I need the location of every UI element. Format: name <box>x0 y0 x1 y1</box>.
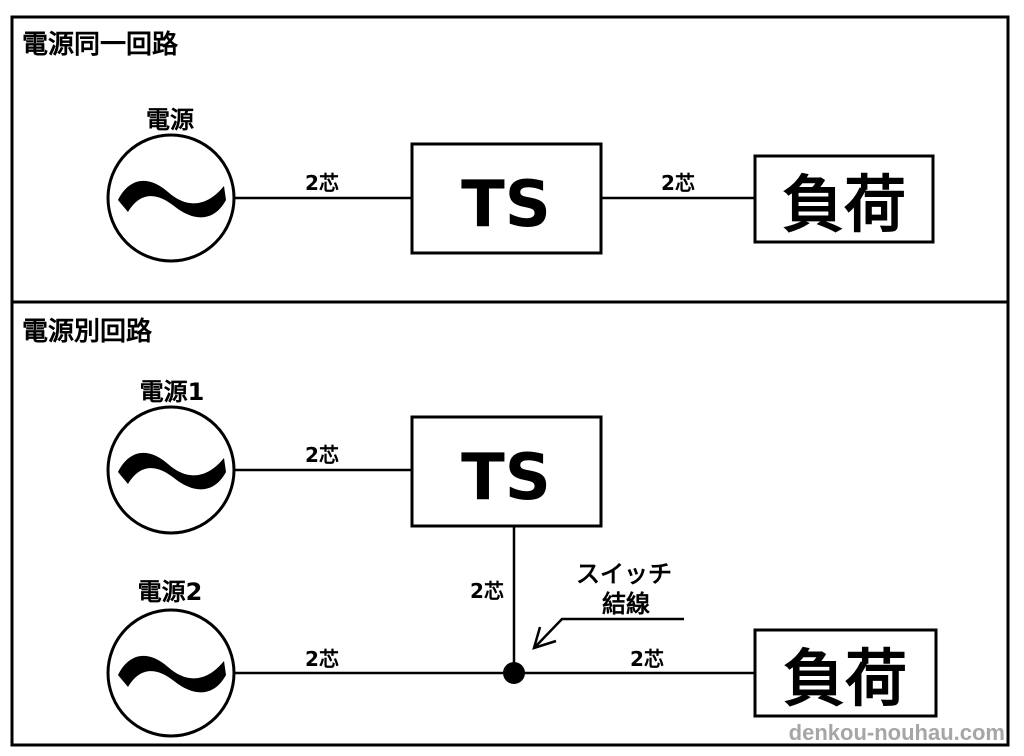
source2-label: 電源2 <box>138 578 203 606</box>
cable-label-ts-load: 2芯 <box>661 171 695 195</box>
panel-bottom: 電源別回路 電源1 2芯 TS 2芯 電源2 2芯 2芯 スイッチ 結線 <box>22 316 938 738</box>
sine-wave-icon <box>118 180 226 218</box>
load-label: 負荷 <box>782 168 906 241</box>
annotation-switch-line1: スイッチ <box>576 560 672 588</box>
ts-label: TS <box>461 168 551 242</box>
panel-top: 電源同一回路 電源 2芯 TS 2芯 負荷 <box>22 29 935 263</box>
sine-wave-icon <box>118 655 226 693</box>
source1-label: 電源1 <box>140 378 205 406</box>
cable-label-source1-ts: 2芯 <box>305 443 339 467</box>
load-box-2 <box>753 628 938 718</box>
ts-label-2: TS <box>461 441 551 515</box>
source-label: 電源 <box>146 106 194 134</box>
annotation-switch-line2: 結線 <box>602 590 650 618</box>
panel-top-title: 電源同一回路 <box>22 29 179 60</box>
ac-source2-icon <box>106 608 236 738</box>
load-box <box>753 154 935 244</box>
load-label-2: 負荷 <box>783 642 907 715</box>
annotation-arrow-icon <box>532 617 684 650</box>
watermark: denkou-nouhau.com <box>789 720 1005 745</box>
cable-label-junction-load: 2芯 <box>630 647 664 671</box>
ts-box-2 <box>410 415 603 528</box>
cable-label-source-ts: 2芯 <box>305 171 339 195</box>
cable-label-source2-junction: 2芯 <box>305 647 339 671</box>
cable-label-ts-junction: 2芯 <box>470 579 504 603</box>
sine-wave-icon <box>118 452 226 490</box>
panel-bottom-title: 電源別回路 <box>22 316 153 347</box>
ac-source-icon <box>106 133 236 263</box>
ac-source1-icon <box>106 405 236 535</box>
